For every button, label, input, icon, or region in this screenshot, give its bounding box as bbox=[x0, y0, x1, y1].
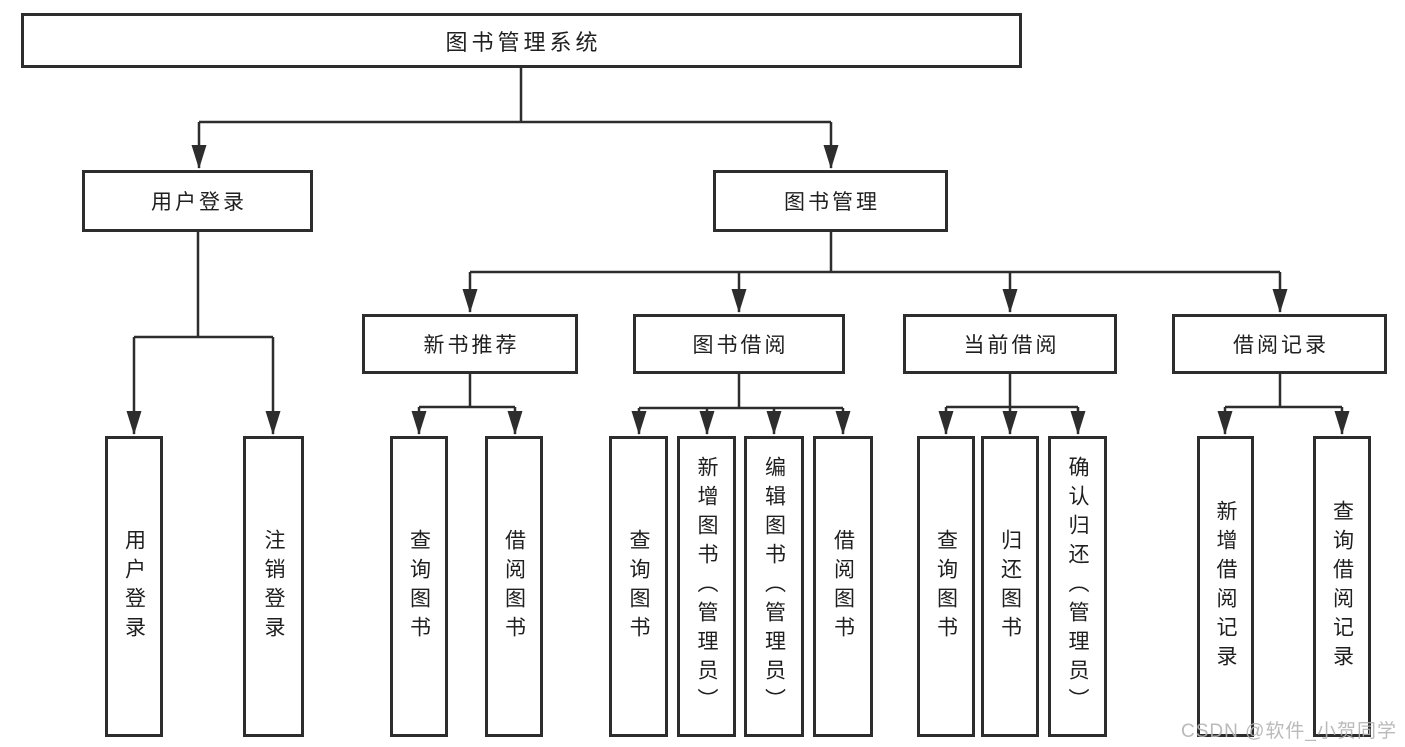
node-leaf-current-confirm-return-admin-label: 确认归还（管理员） bbox=[1066, 456, 1089, 717]
node-leaf-logout-label: 注销登录 bbox=[262, 528, 285, 645]
node-leaf-borrow-add-books-admin: 新增图书（管理员） bbox=[677, 436, 736, 737]
node-leaf-current-return-books-label: 归还图书 bbox=[998, 528, 1022, 645]
node-borrowing-records-label: 借阅记录 bbox=[1233, 334, 1329, 357]
node-book-borrowing-label: 图书借阅 bbox=[692, 334, 789, 357]
node-leaf-current-query-books-label: 查询图书 bbox=[934, 528, 958, 645]
node-leaf-user-login-label: 用户登录 bbox=[122, 528, 146, 645]
node-new-book-recommend-label: 新书推荐 bbox=[423, 334, 520, 357]
node-leaf-borrow-query-books-label: 查询图书 bbox=[627, 528, 650, 645]
node-leaf-records-query-record: 查询借阅记录 bbox=[1313, 436, 1371, 737]
node-leaf-user-login: 用户登录 bbox=[105, 436, 163, 737]
node-borrowing-records: 借阅记录 bbox=[1172, 314, 1387, 374]
node-book-management-group-label: 图书管理 bbox=[784, 191, 880, 214]
node-leaf-records-query-record-label: 查询借阅记录 bbox=[1330, 499, 1354, 674]
node-book-borrowing: 图书借阅 bbox=[633, 314, 845, 374]
node-user-login-group: 用户登录 bbox=[82, 170, 313, 232]
node-current-borrowing-label: 当前借阅 bbox=[963, 334, 1060, 357]
node-leaf-borrow-borrow-books: 借阅图书 bbox=[813, 436, 873, 737]
node-leaf-current-return-books: 归还图书 bbox=[981, 436, 1039, 737]
node-leaf-recommend-query-books: 查询图书 bbox=[390, 436, 448, 737]
node-leaf-records-add-record: 新增借阅记录 bbox=[1197, 436, 1254, 737]
csdn-watermark: CSDN @软件_小贺同学 bbox=[1181, 721, 1397, 742]
node-leaf-current-query-books: 查询图书 bbox=[917, 436, 975, 737]
connector-book-borrow-branch bbox=[631, 374, 851, 435]
node-new-book-recommend: 新书推荐 bbox=[362, 314, 578, 374]
node-leaf-borrow-query-books: 查询图书 bbox=[609, 436, 668, 737]
node-leaf-records-add-record-label: 新增借阅记录 bbox=[1214, 499, 1237, 674]
connector-user-login-branch bbox=[126, 232, 281, 435]
node-root-system: 图书管理系统 bbox=[21, 13, 1022, 68]
node-user-login-group-label: 用户登录 bbox=[151, 191, 247, 214]
node-root-system-label: 图书管理系统 bbox=[445, 29, 602, 55]
connector-new-book-branch bbox=[411, 374, 523, 435]
node-leaf-borrow-add-books-admin-label: 新增图书（管理员） bbox=[695, 456, 718, 717]
node-leaf-recommend-borrow-books-label: 借阅图书 bbox=[502, 528, 526, 645]
connector-book-mgmt-to-level3 bbox=[462, 232, 1288, 313]
node-leaf-borrow-borrow-books-label: 借阅图书 bbox=[831, 528, 855, 645]
connector-current-borrow-branch bbox=[938, 374, 1086, 435]
node-leaf-recommend-query-books-label: 查询图书 bbox=[407, 528, 431, 645]
node-leaf-borrow-edit-books-admin: 编辑图书（管理员） bbox=[744, 436, 804, 737]
node-leaf-current-confirm-return-admin: 确认归还（管理员） bbox=[1048, 436, 1107, 737]
connector-root-to-level2 bbox=[191, 68, 839, 169]
node-leaf-logout: 注销登录 bbox=[243, 436, 304, 737]
node-leaf-recommend-borrow-books: 借阅图书 bbox=[485, 436, 543, 737]
connector-borrow-records-branch bbox=[1217, 374, 1350, 435]
node-leaf-borrow-edit-books-admin-label: 编辑图书（管理员） bbox=[762, 456, 786, 717]
node-current-borrowing: 当前借阅 bbox=[903, 314, 1117, 374]
node-book-management-group: 图书管理 bbox=[713, 170, 948, 232]
